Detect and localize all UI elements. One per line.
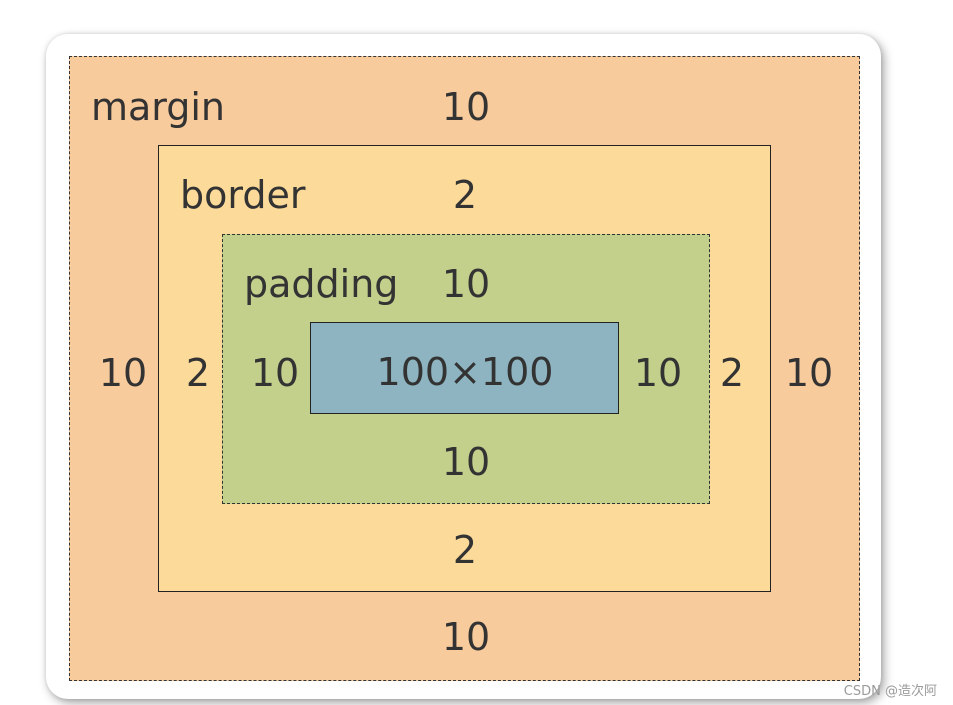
padding-bottom-value: 10 bbox=[441, 440, 491, 484]
border-right-value: 2 bbox=[719, 351, 745, 395]
padding-right-value: 10 bbox=[633, 351, 683, 395]
padding-left-value: 10 bbox=[250, 351, 300, 395]
padding-title: padding bbox=[244, 262, 399, 306]
content-box bbox=[310, 322, 619, 414]
margin-title: margin bbox=[91, 85, 226, 129]
content-size-label: 100×100 bbox=[376, 350, 554, 394]
margin-bottom-value: 10 bbox=[441, 615, 491, 659]
margin-left-value: 10 bbox=[98, 351, 148, 395]
padding-top-value: 10 bbox=[441, 262, 491, 306]
margin-right-value: 10 bbox=[784, 351, 834, 395]
margin-top-value: 10 bbox=[441, 85, 491, 129]
border-left-value: 2 bbox=[185, 351, 211, 395]
border-top-value: 2 bbox=[452, 173, 478, 217]
watermark: CSDN @造次阿 bbox=[843, 684, 937, 699]
border-bottom-value: 2 bbox=[452, 528, 478, 572]
border-title: border bbox=[180, 173, 306, 217]
